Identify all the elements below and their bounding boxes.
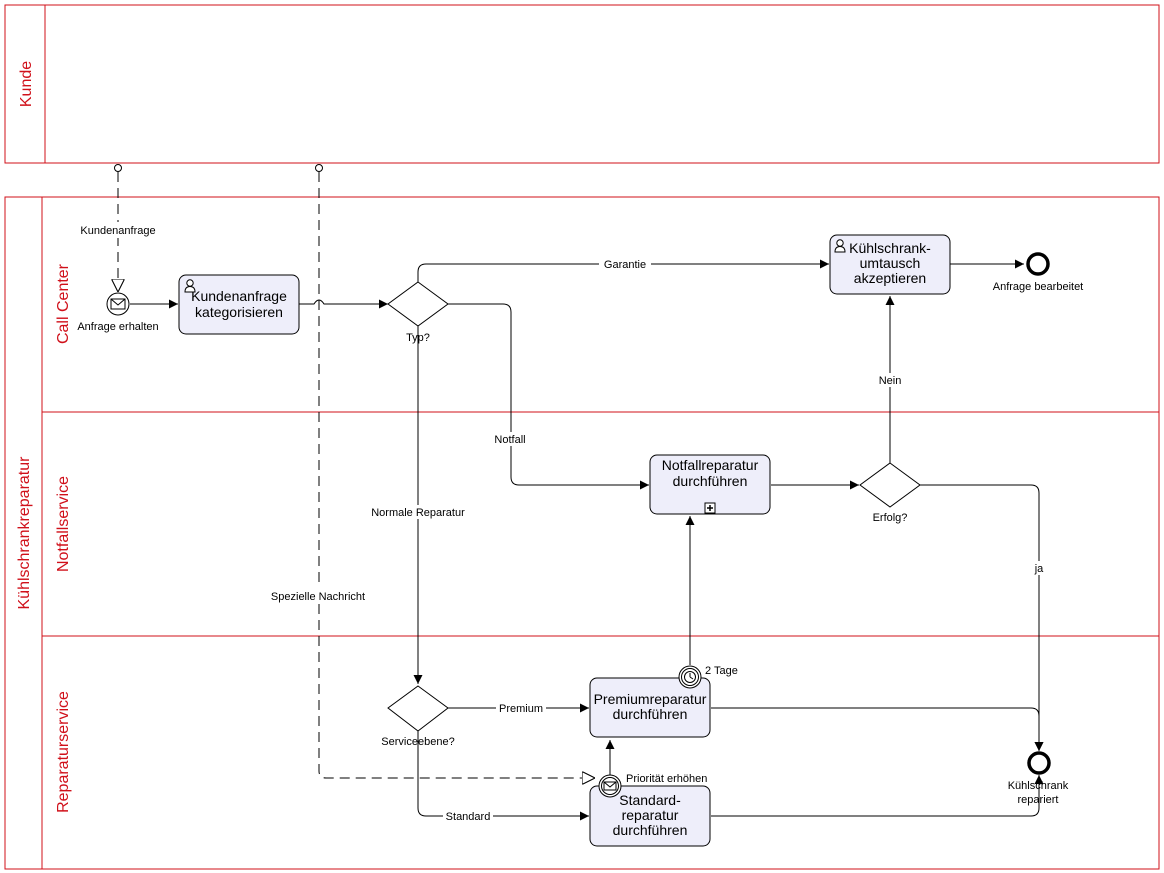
task-label-line1: Kühlschrank- bbox=[849, 240, 931, 256]
task-label-line1: Notfallreparatur bbox=[662, 457, 759, 473]
flow-label-premium: Premium bbox=[499, 703, 543, 715]
task-label-line1: Kundenanfrage bbox=[191, 288, 287, 304]
end-event-label-request-handled: Anfrage bearbeitet bbox=[993, 281, 1084, 293]
task-standard-repair[interactable]: Standard- reparatur durchführen bbox=[589, 785, 711, 847]
flow-service-to-standard bbox=[417, 731, 589, 821]
sequence-flows bbox=[130, 259, 1044, 821]
start-event-label: Anfrage erhalten bbox=[77, 321, 158, 333]
flow-label-normale-reparatur: Normale Reparatur bbox=[371, 507, 465, 519]
subprocess-plus-icon bbox=[704, 502, 716, 514]
boundary-message-label: Priorität erhöhen bbox=[626, 773, 707, 785]
lane-label-kunde: Kunde bbox=[18, 61, 35, 107]
flow-premium-to-repaired bbox=[711, 707, 1044, 751]
pool-label-kuehlschrankreparatur: Kühlschrankreparatur bbox=[16, 456, 33, 610]
boundary-timer-label: 2 Tage bbox=[705, 665, 738, 677]
pool-customer: Kunde bbox=[4, 4, 1160, 164]
message-flow-request: Kundenanfrage bbox=[78, 164, 160, 292]
end-event-request-handled[interactable] bbox=[1026, 252, 1050, 276]
lane-label-notfallservice: Notfallservice bbox=[55, 476, 72, 572]
gateway-label-service-level: Serviceebene? bbox=[381, 736, 454, 748]
task-categorize-request[interactable]: Kundenanfrage kategorisieren bbox=[178, 274, 300, 335]
flow-type-to-emergency bbox=[448, 303, 649, 490]
task-label-line1: Standard- bbox=[619, 792, 681, 808]
user-icon bbox=[184, 279, 196, 293]
message-flow-label-kundenanfrage: Kundenanfrage bbox=[80, 225, 155, 237]
envelope-icon bbox=[110, 298, 126, 310]
task-label-line3: akzeptieren bbox=[854, 270, 926, 286]
boundary-timer-event[interactable] bbox=[678, 665, 702, 689]
gateway-label-success: Erfolg? bbox=[873, 512, 908, 524]
start-event-message[interactable] bbox=[106, 292, 130, 316]
flow-label-garantie: Garantie bbox=[604, 259, 646, 271]
end-event-label-repaired-line2: repariert bbox=[1018, 794, 1059, 806]
task-label-line2: umtausch bbox=[860, 255, 921, 271]
task-label-line2: kategorisieren bbox=[195, 304, 283, 320]
task-label-line2: durchführen bbox=[613, 706, 688, 722]
flow-label-ja: ja bbox=[1034, 563, 1044, 575]
gateway-success[interactable] bbox=[859, 462, 921, 508]
lane-label-call-center: Call Center bbox=[55, 263, 72, 344]
gateway-service-level[interactable] bbox=[387, 685, 449, 732]
task-label-line2: reparatur bbox=[622, 807, 679, 823]
flow-type-to-exchange bbox=[417, 259, 829, 282]
end-event-fridge-repaired[interactable] bbox=[1027, 751, 1051, 775]
flow-success-to-repaired bbox=[920, 484, 1044, 751]
clock-icon bbox=[684, 671, 696, 683]
end-event-label-repaired-line1: Kühlschrank bbox=[1008, 780, 1069, 792]
user-icon bbox=[834, 239, 846, 253]
task-label-line2: durchführen bbox=[673, 473, 748, 489]
pool-main: Kühlschrankreparatur Call Center Notfall… bbox=[4, 196, 1160, 870]
task-label-line3: durchführen bbox=[613, 822, 688, 838]
flow-standard-to-repaired bbox=[711, 775, 1044, 817]
task-premium-repair[interactable]: Premiumreparatur durchführen bbox=[589, 677, 711, 738]
gateway-type[interactable] bbox=[387, 281, 449, 327]
task-emergency-repair[interactable]: Notfallreparatur durchführen bbox=[649, 454, 771, 515]
flow-categorize-to-type bbox=[299, 299, 388, 309]
flow-labels: Garantie Notfall Normale Reparatur Nein … bbox=[367, 257, 1048, 823]
envelope-icon bbox=[603, 781, 617, 791]
task-label-line1: Premiumreparatur bbox=[594, 691, 707, 707]
flow-label-notfall: Notfall bbox=[494, 434, 525, 446]
gateway-label-type: Typ? bbox=[406, 332, 430, 344]
flow-label-standard: Standard bbox=[446, 811, 491, 823]
boundary-message-event[interactable] bbox=[598, 774, 622, 798]
message-flow-special: Spezielle Nachricht bbox=[266, 164, 595, 779]
flow-label-nein: Nein bbox=[879, 375, 902, 387]
message-flow-label-spezielle-nachricht: Spezielle Nachricht bbox=[271, 591, 365, 603]
lane-label-reparaturservice: Reparaturservice bbox=[55, 691, 72, 813]
task-accept-exchange[interactable]: Kühlschrank- umtausch akzeptieren bbox=[829, 234, 951, 295]
